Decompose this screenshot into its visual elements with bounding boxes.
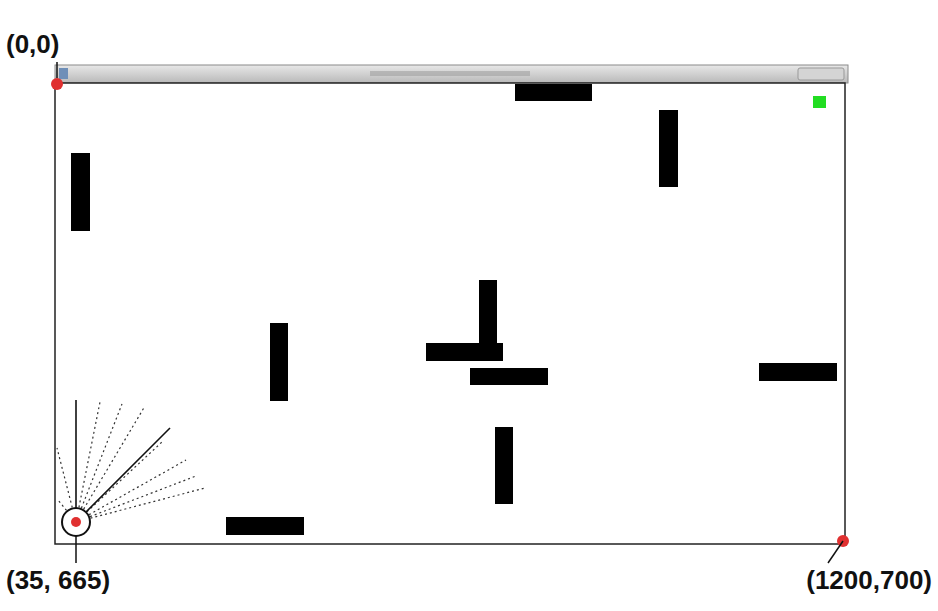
coordinate-label: (0,0) xyxy=(6,30,59,59)
leader-lines xyxy=(57,62,843,563)
obstacle xyxy=(515,84,592,101)
obstacle xyxy=(495,427,513,504)
obstacles xyxy=(71,84,837,535)
main-rays xyxy=(76,400,170,522)
title-placeholder xyxy=(370,71,530,76)
obstacle xyxy=(470,368,548,385)
corner-dot xyxy=(51,78,63,90)
obstacle xyxy=(426,343,503,361)
obstacle xyxy=(659,110,678,187)
obstacle xyxy=(270,323,288,401)
arena-border xyxy=(55,83,845,544)
window-icon xyxy=(59,68,68,79)
coordinate-label: (35, 665) xyxy=(6,566,110,595)
close-button xyxy=(798,68,844,80)
robot-body xyxy=(62,508,90,536)
sensor-rays xyxy=(57,402,205,522)
goal-marker xyxy=(813,96,826,108)
robot-center xyxy=(71,517,81,527)
coordinate-label: (1200,700) xyxy=(806,566,932,595)
obstacle xyxy=(759,363,837,381)
obstacle xyxy=(226,517,304,535)
title-bar xyxy=(55,65,848,83)
obstacle xyxy=(71,153,90,231)
